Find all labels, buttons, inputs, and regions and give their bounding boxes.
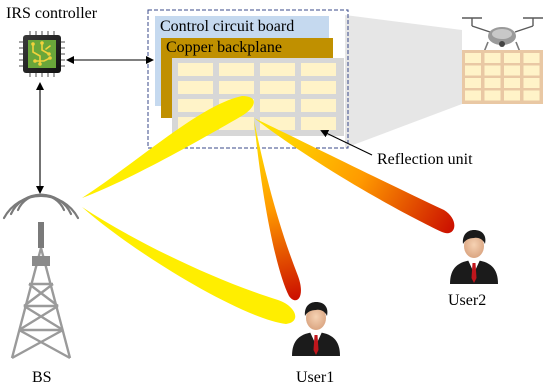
reflective-cell: [260, 81, 295, 94]
chip-icon: [19, 31, 65, 77]
drone-reflective-cell: [523, 53, 540, 63]
reflective-cell: [301, 63, 336, 76]
drone-reflective-cell: [484, 65, 501, 76]
drone-reflective-cell: [484, 53, 501, 63]
reflection-unit-label: Reflection unit: [377, 151, 473, 168]
reflective-cell: [178, 99, 213, 112]
reflective-cell: [219, 63, 254, 76]
reflective-cell: [301, 117, 336, 130]
beam-irs-to-user1: [254, 120, 301, 301]
reflective-cell: [260, 99, 295, 112]
drone-reflective-cell: [523, 65, 540, 76]
beam-irs-to-user2: [254, 118, 455, 234]
beam-bs-to-irs: [82, 96, 254, 198]
control-board-label: Control circuit board: [160, 18, 295, 35]
reflection-unit-pointer: [320, 129, 373, 156]
drone-reflective-cell: [504, 78, 520, 88]
reflective-cell: [301, 81, 336, 94]
beam-bs-to-user1: [82, 207, 296, 324]
reflective-cell: [178, 81, 213, 94]
drone-reflective-cell: [465, 65, 481, 76]
drone-icon: [462, 17, 543, 104]
drone-reflective-cell: [484, 90, 501, 101]
drone-reflective-cell: [504, 65, 520, 76]
projection-shadow: [345, 15, 462, 148]
reflective-cell: [301, 99, 336, 112]
copper-backplane-label: Copper backplane: [166, 39, 282, 56]
irs-dashed-boundary: [147, 9, 349, 149]
user-icon: [292, 302, 340, 356]
drone-reflective-cell: [523, 90, 540, 101]
drone-reflective-cell: [465, 90, 481, 101]
reflective-cell: [178, 63, 213, 76]
drone-reflective-cell: [465, 53, 481, 63]
drone-reflective-cell: [465, 78, 481, 88]
bs-label: BS: [32, 369, 52, 386]
reflective-cells: [178, 63, 336, 130]
base-station-tower-icon: [2, 193, 80, 360]
user1-label: User1: [296, 369, 335, 386]
user-icon: [450, 230, 498, 284]
drone-reflective-cell: [523, 78, 540, 88]
drone-reflective-cell: [504, 53, 520, 63]
irs-controller-label: IRS controller: [6, 5, 98, 22]
drone-reflective-cell: [484, 78, 501, 88]
drone-reflective-cell: [504, 90, 520, 101]
user2-label: User2: [448, 292, 487, 309]
reflective-cell: [219, 81, 254, 94]
reflective-cell: [260, 63, 295, 76]
